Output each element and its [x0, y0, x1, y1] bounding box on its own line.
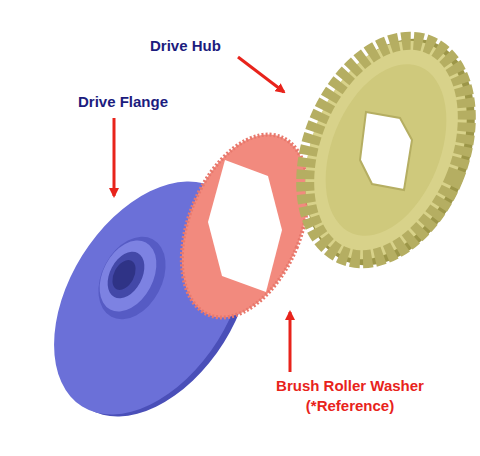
leader-arrow: [113, 118, 116, 196]
part-name: Drive Flange: [78, 92, 168, 112]
leader-arrow: [238, 57, 284, 92]
leader-arrow: [289, 312, 292, 372]
drive-hub: [273, 13, 480, 290]
part-name: Brush Roller Washer (*Reference): [262, 376, 438, 417]
part-name: Drive Hub: [150, 36, 221, 56]
